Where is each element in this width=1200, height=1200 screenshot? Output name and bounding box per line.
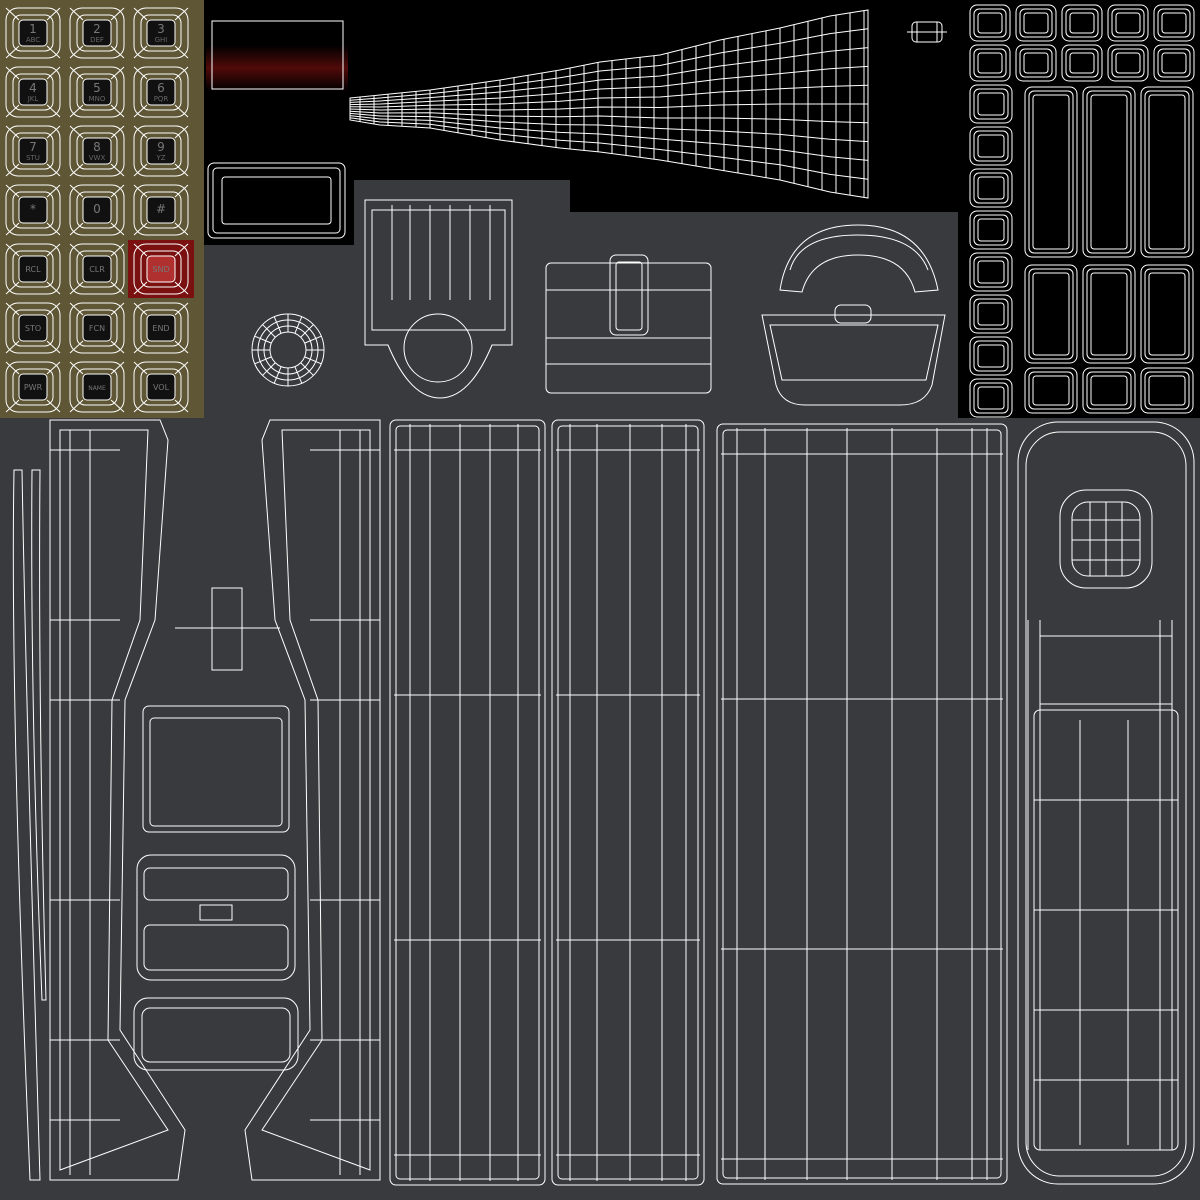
key-letters: VWX xyxy=(89,154,106,162)
key-label: RCL xyxy=(25,265,41,274)
keypad-key-end: END xyxy=(133,302,189,354)
keypad-key-0: 0 xyxy=(69,184,125,236)
keypad-key-snd: SND xyxy=(128,240,194,298)
key-label: 0 xyxy=(93,202,101,216)
display-texture xyxy=(206,20,348,91)
keypad-key-rcl: RCL xyxy=(5,243,61,295)
key-label: 2 xyxy=(93,22,101,36)
key-label: 6 xyxy=(157,81,165,95)
small-connector-uv-shell xyxy=(907,21,947,43)
key-letters: DEF xyxy=(90,36,104,44)
keypad-key-name: NAME xyxy=(69,361,125,413)
key-label: * xyxy=(30,202,36,216)
key-label: CLR xyxy=(89,265,105,274)
antenna-uv-shell xyxy=(349,9,869,199)
key-label: 8 xyxy=(93,140,101,154)
keypad-key-hash: # xyxy=(133,184,189,236)
misc-part-uv-shells xyxy=(251,199,946,406)
keypad-key-fcn: FCN xyxy=(69,302,125,354)
key-label: 3 xyxy=(157,22,165,36)
keypad-key-star: * xyxy=(5,184,61,236)
key-label: SND xyxy=(152,265,169,274)
key-label: NAME xyxy=(88,385,106,392)
key-letters: STU xyxy=(26,154,40,162)
keypad-key-clr: CLR xyxy=(69,243,125,295)
key-label: 4 xyxy=(29,81,37,95)
key-label: FCN xyxy=(89,324,105,333)
keypad-key-vol: VOL xyxy=(133,361,189,413)
key-label: 5 xyxy=(93,81,101,95)
key-label: 1 xyxy=(29,22,37,36)
screen-frame-uv-shell xyxy=(207,162,346,239)
key-letters: ABC xyxy=(26,36,40,44)
keypad-texture: 1ABC2DEF3GHI4JKL5MNO6PQR7STU8VWX9YZ*0#RC… xyxy=(0,0,204,418)
key-letters: GHI xyxy=(155,36,168,44)
key-label: 9 xyxy=(157,140,165,154)
key-letters: MNO xyxy=(89,95,106,103)
key-letters: PQR xyxy=(154,95,169,103)
keypad-key-9: 9YZ xyxy=(133,125,189,177)
key-label: VOL xyxy=(153,383,170,392)
key-label: # xyxy=(156,202,166,216)
key-letters: YZ xyxy=(155,154,165,162)
key-letters: JKL xyxy=(27,95,39,103)
key-label: END xyxy=(152,324,169,333)
keypad-key-pwr: PWR xyxy=(5,361,61,413)
phone-body-uv-shells xyxy=(12,419,1195,1186)
key-label: STO xyxy=(25,324,41,333)
keypad-key-sto: STO xyxy=(5,302,61,354)
key-label: 7 xyxy=(29,140,37,154)
key-label: PWR xyxy=(24,383,43,392)
button-uv-shells xyxy=(969,4,1195,418)
